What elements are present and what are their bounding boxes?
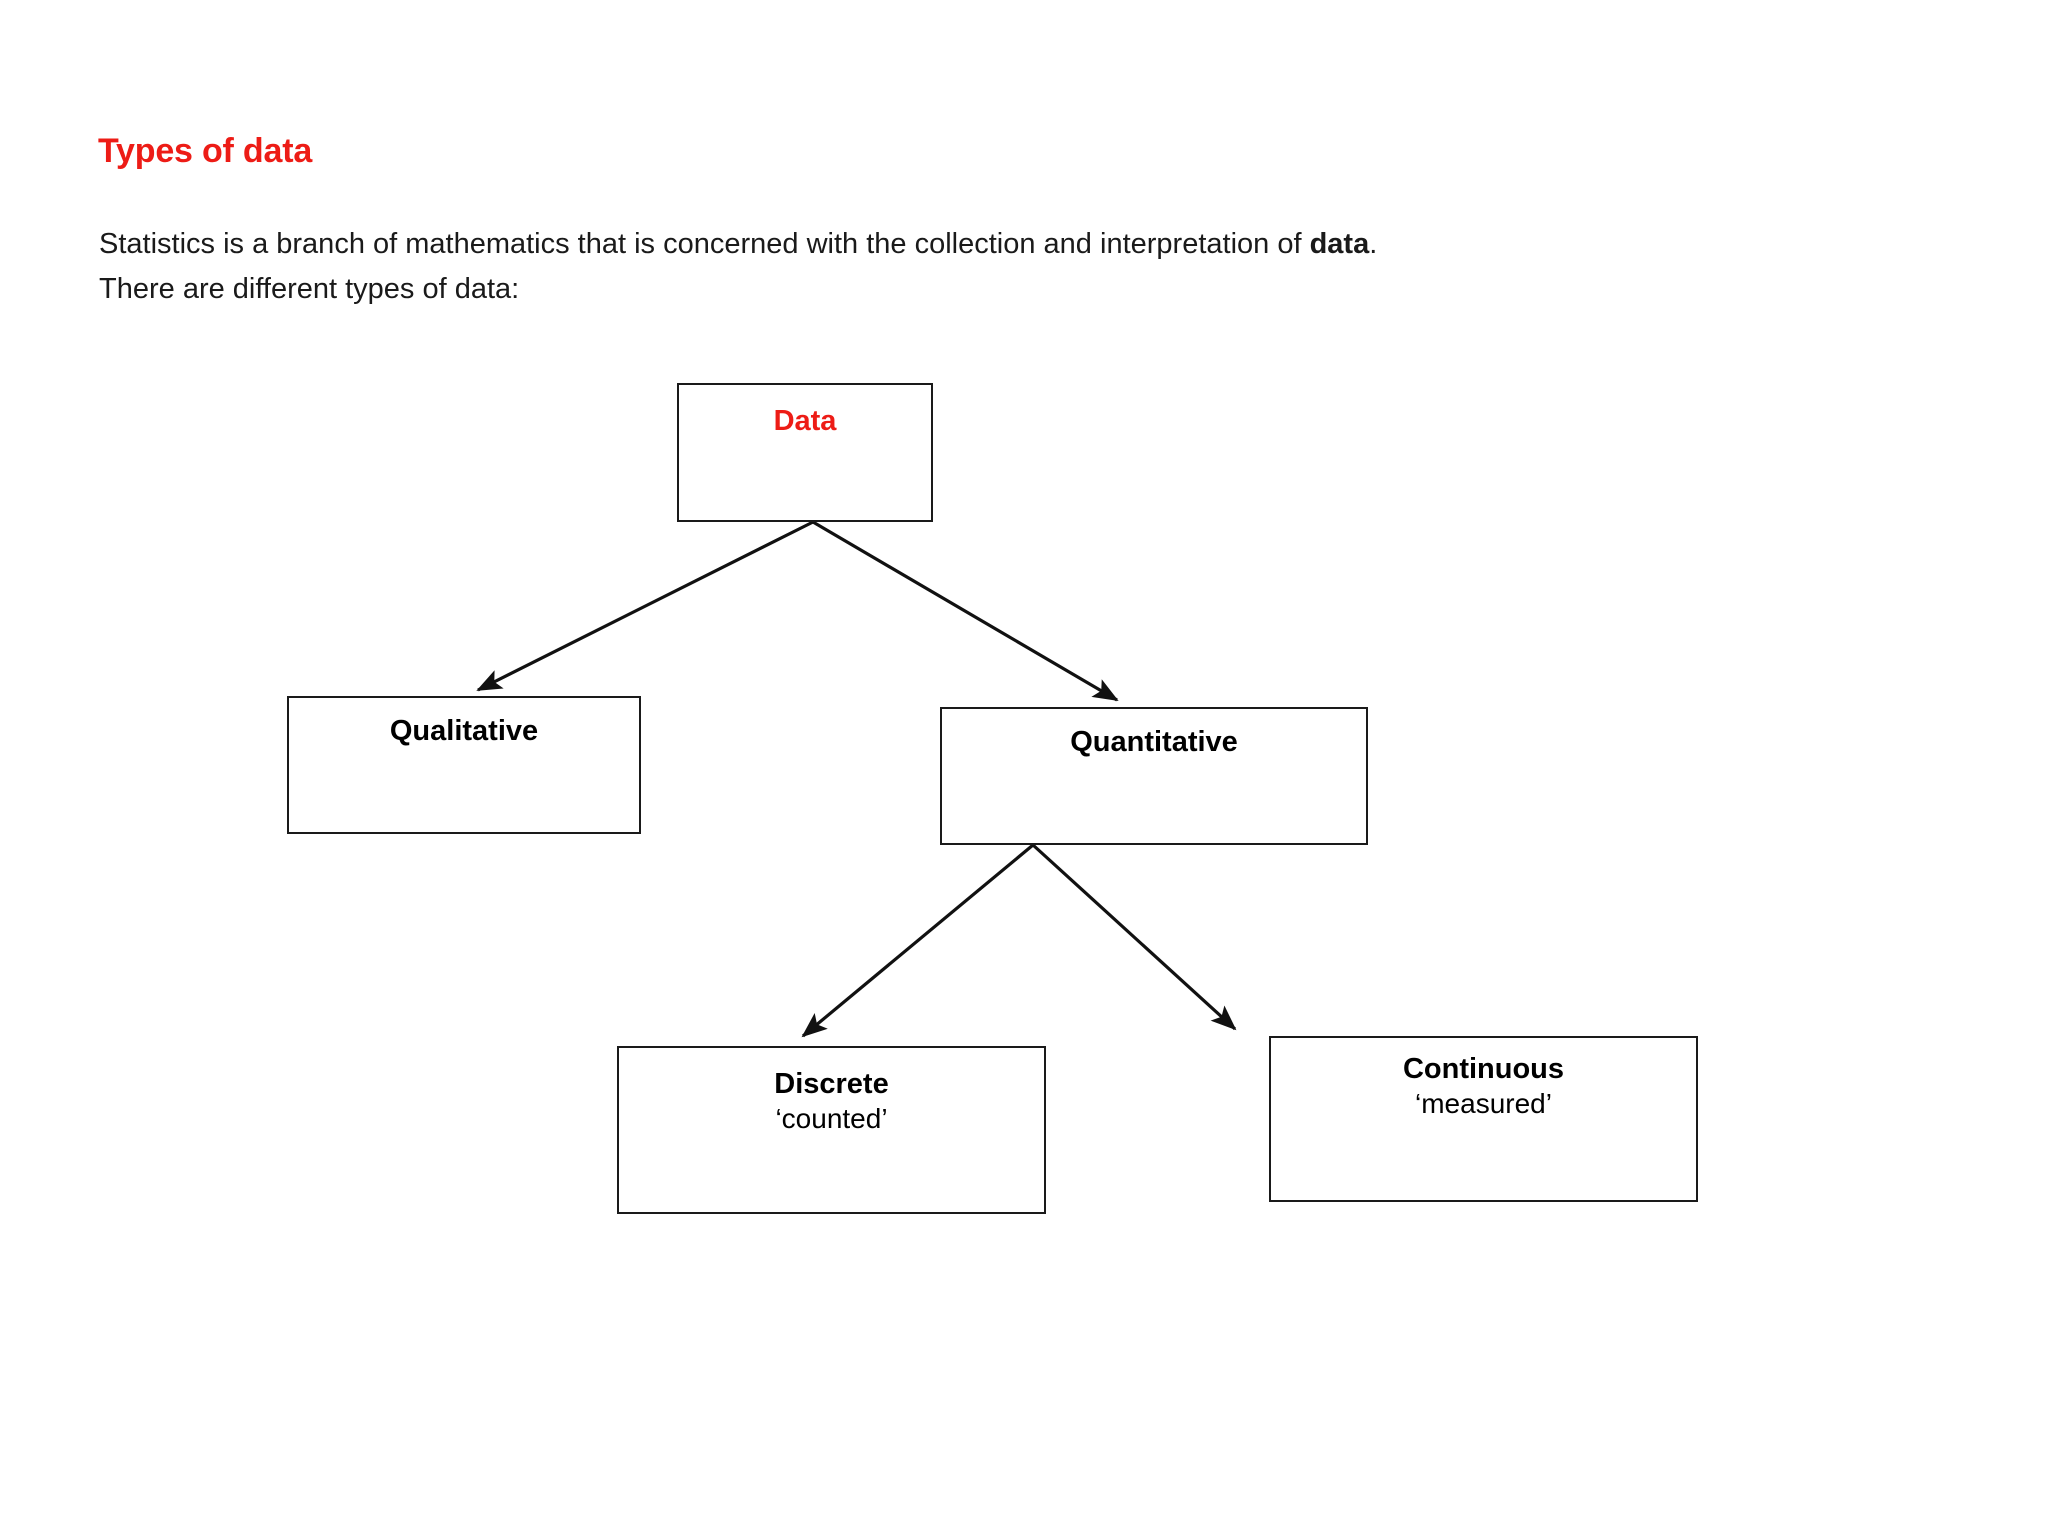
tree-node-quantitative-label: Quantitative	[1070, 726, 1238, 758]
tree-node-discrete[interactable]: Discrete ‘counted’	[617, 1046, 1046, 1214]
edge-data-to-quantitative	[812, 520, 1119, 702]
intro-paragraph-line-2: There are different types of data:	[99, 273, 520, 305]
page-title: Types of data	[98, 132, 313, 170]
tree-node-continuous-label: Continuous	[1402, 1053, 1565, 1085]
intro-paragraph-line-1-prefix: Statistics is a branch of mathematics th…	[99, 228, 1310, 260]
tree-node-discrete-label: Discrete	[774, 1068, 889, 1100]
edge-quantitative-to-discrete	[801, 843, 1035, 1038]
tree-node-continuous[interactable]: Continuous ‘measured’	[1269, 1036, 1698, 1202]
intro-paragraph-line-1-suffix: .	[1369, 228, 1378, 260]
tree-node-discrete-sublabel: ‘counted’	[775, 1103, 888, 1134]
tree-node-data-label: Data	[773, 405, 837, 437]
tree-node-continuous-sublabel: ‘measured’	[1415, 1088, 1552, 1119]
edge-data-to-qualitative	[476, 520, 814, 692]
intro-paragraph-keyword-data: data	[1309, 228, 1370, 260]
tree-node-data[interactable]: Data	[677, 383, 933, 522]
tree-node-quantitative[interactable]: Quantitative	[940, 707, 1368, 845]
tree-node-qualitative-label: Qualitative	[389, 715, 539, 747]
edge-quantitative-to-continuous	[1031, 843, 1237, 1031]
intro-paragraph: Statistics is a branch of mathematics th…	[99, 222, 1739, 312]
intro-paragraph-line-1: Statistics is a branch of mathematics th…	[99, 228, 1377, 260]
tree-node-qualitative[interactable]: Qualitative	[287, 696, 641, 834]
